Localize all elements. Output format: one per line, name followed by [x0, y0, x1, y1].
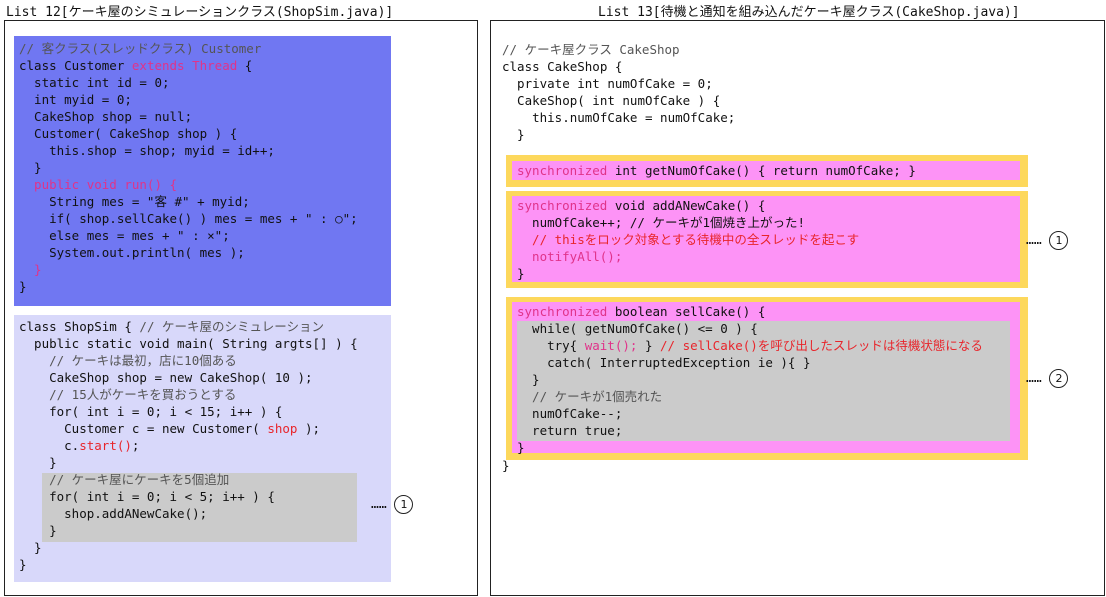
list12-title: List 12[ケーキ屋のシミュレーションクラス(ShopSim.java)]	[6, 5, 394, 20]
code-line: for( int i = 0; i < 5; i++ ) {	[19, 489, 275, 504]
notify-all-call: notifyAll();	[517, 249, 623, 264]
code-line: }	[19, 523, 57, 538]
marker-1-left: …… 1	[371, 495, 414, 514]
sell-method-sig: synchronized boolean sellCake() {	[517, 304, 766, 319]
code-line: CakeShop shop = new CakeShop( 10 );	[19, 370, 313, 385]
code-line: Customer( CakeShop shop ) {	[19, 126, 238, 141]
cakeshop-comment: // ケーキ屋クラス CakeShop	[502, 42, 680, 57]
code-line: Customer c = new Customer( shop );	[19, 421, 321, 436]
code-line: while( getNumOfCake() <= 0 ) {	[517, 321, 758, 336]
code-line: }	[19, 279, 27, 294]
code-line: numOfCake--;	[517, 406, 623, 421]
code-line: numOfCake++; // ケーキが1個焼き上がった!	[517, 215, 806, 230]
code-line: int myid = 0;	[19, 92, 132, 107]
wait-line: try{ wait(); } // sellCake()を呼び出したスレッドは待…	[517, 338, 983, 353]
code-comment: // ケーキは最初，店に10個ある	[19, 353, 237, 368]
shopsim-class-block: class ShopSim { // ケーキ屋のシミュレーション public …	[14, 315, 391, 582]
code-line: }	[502, 127, 525, 142]
list13-title: List 13[待機と通知を組み込んだケーキ屋クラス(CakeShop.java…	[598, 5, 1020, 20]
customer-decl: class Customer extends Thread {	[19, 58, 253, 73]
add-cake-loop-highlight	[42, 473, 357, 542]
circled-number-1: 1	[1049, 231, 1069, 250]
add-method-block: synchronized void addANewCake() { numOfC…	[506, 191, 1028, 288]
add-method-sig: synchronized void addANewCake() {	[517, 198, 766, 213]
code-line: CakeShop( int numOfCake ) {	[502, 93, 721, 108]
get-method-block: synchronized int getNumOfCake() { return…	[506, 155, 1028, 187]
code-line: class CakeShop {	[502, 59, 623, 74]
code-line: System.out.println( mes );	[19, 245, 245, 260]
sell-method-block: synchronized boolean sellCake() { while(…	[506, 297, 1028, 460]
code-line: if( shop.sellCake() ) mes = mes + " : ○"…	[19, 211, 358, 226]
run-method-close: }	[19, 262, 42, 277]
code-line: this.numOfCake = numOfCake;	[502, 110, 736, 125]
code-line: return true;	[517, 423, 623, 438]
customer-class-block: // 客クラス(スレッドクラス) Customer class Customer…	[14, 36, 391, 306]
code-line: catch( InterruptedException ie ){ }	[517, 355, 811, 370]
list12-panel: // 客クラス(スレッドクラス) Customer class Customer…	[4, 20, 478, 596]
code-line: }	[19, 160, 42, 175]
code-line: }	[19, 557, 27, 572]
customer-comment: // 客クラス(スレッドクラス) Customer	[19, 41, 262, 56]
marker-2-right: …… 2	[1026, 369, 1069, 388]
circled-number-1: 1	[394, 495, 414, 514]
code-line: private int numOfCake = 0;	[502, 76, 713, 91]
get-method-inner: synchronized int getNumOfCake() { return…	[512, 161, 1020, 180]
code-line: for( int i = 0; i < 15; i++ ) {	[19, 404, 283, 419]
code-line: }	[19, 455, 57, 470]
list13-panel: // ケーキ屋クラス CakeShop class CakeShop { pri…	[490, 20, 1105, 596]
run-method-signature: public void run() {	[19, 177, 178, 192]
add-method-inner: synchronized void addANewCake() { numOfC…	[512, 196, 1020, 282]
notify-comment: // thisをロック対象とする待機中の全スレッドを起こす	[517, 232, 860, 247]
shopsim-decl: class ShopSim { // ケーキ屋のシミュレーション	[19, 319, 324, 334]
code-line: shop.addANewCake();	[19, 506, 208, 521]
get-method-line: synchronized int getNumOfCake() { return…	[517, 163, 916, 178]
cakeshop-close: }	[502, 458, 510, 473]
code-line: this.shop = shop; myid = id++;	[19, 143, 275, 158]
code-comment: // 15人がケーキを買おうとする	[19, 387, 237, 402]
circled-number-2: 2	[1049, 369, 1069, 388]
code-line: else mes = mes + " : ×";	[19, 228, 230, 243]
code-comment: // ケーキが1個売れた	[517, 389, 663, 404]
code-line: static int id = 0;	[19, 75, 170, 90]
sell-method-body-highlight	[517, 321, 1010, 441]
code-line: String mes = "客 #" + myid;	[19, 194, 250, 209]
code-line: }	[517, 440, 525, 455]
marker-1-right: …… 1	[1026, 231, 1069, 250]
code-line: CakeShop shop = null;	[19, 109, 193, 124]
code-line: c.start();	[19, 438, 140, 453]
code-line: }	[517, 266, 525, 281]
code-line: }	[517, 372, 540, 387]
code-line: public static void main( String argts[] …	[19, 336, 358, 351]
code-comment: // ケーキ屋にケーキを5個追加	[19, 472, 230, 487]
sell-method-inner: synchronized boolean sellCake() { while(…	[512, 302, 1020, 455]
code-line: }	[19, 540, 42, 555]
